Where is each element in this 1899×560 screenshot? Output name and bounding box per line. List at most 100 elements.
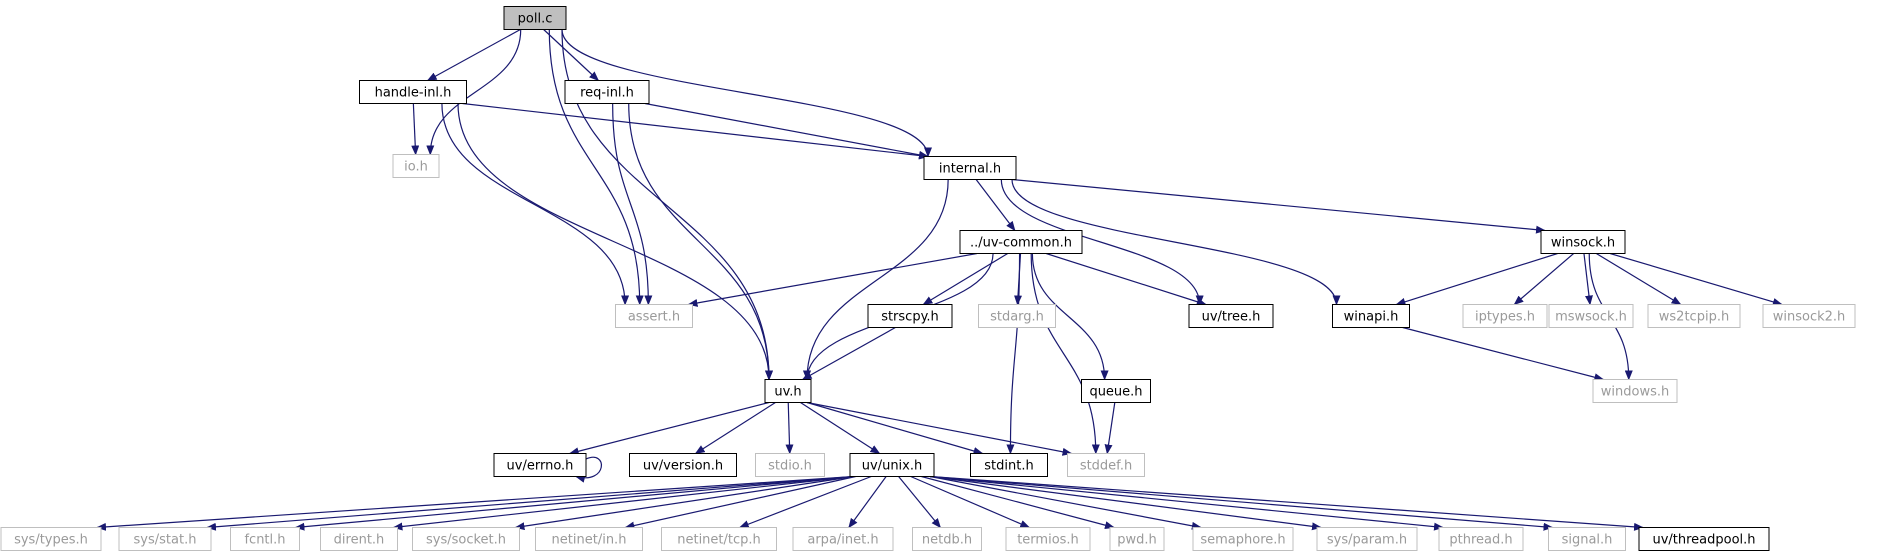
node-box	[959, 230, 1083, 254]
node-box	[849, 453, 935, 477]
edge-uv-common-h-to-queue-h	[1031, 253, 1109, 381]
node-label: uv.h	[774, 385, 801, 400]
node-label: sys/types.h	[14, 533, 88, 548]
node-stdarg-h: stdarg.h	[978, 304, 1056, 328]
node-netinet-in-h: netinet/in.h	[535, 527, 643, 551]
edge-uv-unix-h-to-sys-param-h	[929, 475, 1322, 531]
node-req-inl-h: req-inl.h	[564, 80, 650, 104]
node-box	[1592, 379, 1678, 403]
edge-req-inl-h-to-internal-h	[644, 102, 929, 159]
edge-uv-unix-h-to-dirent-h	[392, 475, 855, 531]
edge-uv-h-to-stddef-h	[806, 401, 1073, 456]
node-label: sys/stat.h	[134, 533, 197, 548]
edge-req-inl-h-to-uv-h	[628, 103, 773, 381]
edge-winsock-h-to-iptypes-h	[1513, 253, 1575, 306]
edge-uv-h-to-uv-unix-h	[800, 401, 881, 455]
node-windows-h: windows.h	[1592, 379, 1678, 403]
node-uv-h: uv.h	[764, 379, 812, 403]
node-uv-threadpool-h: uv/threadpool.h	[1638, 527, 1770, 551]
node-label: uv/tree.h	[1202, 310, 1261, 325]
node-label: uv/threadpool.h	[1652, 533, 1755, 548]
node-label: stdarg.h	[990, 310, 1044, 325]
node-box	[661, 527, 777, 551]
edge-internal-h-to-uv-tree-h	[1000, 179, 1204, 306]
node-box	[867, 304, 953, 328]
edge-uv-common-h-to-stdint-h	[1006, 253, 1021, 455]
node-box	[564, 80, 650, 104]
node-label: poll.c	[518, 12, 553, 27]
node-signal-h: signal.h	[1548, 527, 1626, 551]
edge-poll-c-to-handle-inl-h	[426, 28, 521, 82]
node-label: uv/errno.h	[507, 459, 574, 474]
node-label: dirent.h	[334, 533, 385, 548]
node-ws2tcpip-h: ws2tcpip.h	[1647, 304, 1741, 328]
edge-poll-c-to-req-inl-h	[543, 29, 600, 82]
node-io-h: io.h	[392, 154, 440, 178]
node-netinet-tcp-h: netinet/tcp.h	[661, 527, 777, 551]
node-stddef-h: stddef.h	[1067, 453, 1145, 477]
edge-winsock-h-to-winsock2-h	[1609, 252, 1783, 306]
node-label: ../uv-common.h	[970, 236, 1072, 251]
edge-poll-c-to-internal-h	[561, 29, 932, 158]
node-box	[412, 527, 520, 551]
node-label: mswsock.h	[1555, 310, 1627, 325]
node-box	[1332, 304, 1410, 328]
node-label: pwd.h	[1117, 533, 1157, 548]
node-label: winsock.h	[1551, 236, 1615, 251]
node-box	[1316, 527, 1418, 551]
node-box	[493, 453, 587, 477]
node-winsock-h: winsock.h	[1540, 230, 1626, 254]
node-box	[970, 453, 1048, 477]
node-uv-common-h: ../uv-common.h	[959, 230, 1083, 254]
edge-internal-h-to-uv-h	[803, 179, 949, 381]
edge-uv-h-to-uv-errno-h	[568, 401, 770, 456]
node-label: handle-inl.h	[375, 86, 452, 101]
edge-poll-c-to-io-h	[426, 29, 522, 156]
node-box	[392, 154, 440, 178]
node-internal-h: internal.h	[923, 156, 1017, 180]
edge-uv-unix-h-to-netdb-h	[898, 476, 942, 529]
node-box	[912, 527, 982, 551]
node-winsock2-h: winsock2.h	[1762, 304, 1856, 328]
node-semaphore-h: semaphore.h	[1192, 527, 1294, 551]
node-stdio-h: stdio.h	[755, 453, 825, 477]
node-sys-socket-h: sys/socket.h	[412, 527, 520, 551]
edge-uv-h-to-stdio-h	[785, 402, 794, 455]
edge-winsock-h-to-mswsock-h	[1583, 253, 1593, 306]
edge-poll-c-to-assert-h	[548, 29, 644, 306]
node-winapi-h: winapi.h	[1332, 304, 1410, 328]
node-label: netinet/in.h	[552, 533, 627, 548]
node-box	[1540, 230, 1626, 254]
node-label: iptypes.h	[1475, 310, 1535, 325]
node-label: winsock2.h	[1773, 310, 1846, 325]
node-uv-version-h: uv/version.h	[629, 453, 737, 477]
node-handle-inl-h: handle-inl.h	[359, 80, 467, 104]
edge-req-inl-h-to-assert-h	[612, 103, 653, 306]
edge-uv-common-h-to-uv-tree-h	[1046, 252, 1207, 306]
node-box	[1005, 527, 1091, 551]
edge-handle-inl-h-to-assert-h	[441, 103, 630, 306]
edge-queue-h-to-stddef-h	[1104, 402, 1116, 455]
edge-uv-unix-h-to-signal-h	[929, 475, 1554, 531]
node-arpa-inet-h: arpa/inet.h	[792, 527, 894, 551]
node-label: arpa/inet.h	[807, 533, 878, 548]
node-box	[230, 527, 300, 551]
node-label: ws2tcpip.h	[1659, 310, 1729, 325]
node-box	[320, 527, 398, 551]
edge-strscpy-h-to-uv-h	[801, 326, 896, 381]
node-label: stdint.h	[984, 459, 1033, 474]
node-label: netinet/tcp.h	[677, 533, 761, 548]
node-label: stddef.h	[1080, 459, 1132, 474]
node-label: strscpy.h	[881, 310, 939, 325]
node-mswsock-h: mswsock.h	[1548, 304, 1634, 328]
node-box	[923, 156, 1017, 180]
node-pthread-h: pthread.h	[1438, 527, 1524, 551]
edge-uv-h-to-stdint-h	[806, 401, 984, 455]
node-uv-errno-h: uv/errno.h	[493, 453, 587, 477]
edge-internal-h-to-winapi-h	[1011, 179, 1341, 306]
node-box	[629, 453, 737, 477]
node-box	[118, 527, 212, 551]
node-label: uv/unix.h	[862, 459, 922, 474]
node-label: termios.h	[1017, 533, 1079, 548]
node-box	[1188, 304, 1274, 328]
